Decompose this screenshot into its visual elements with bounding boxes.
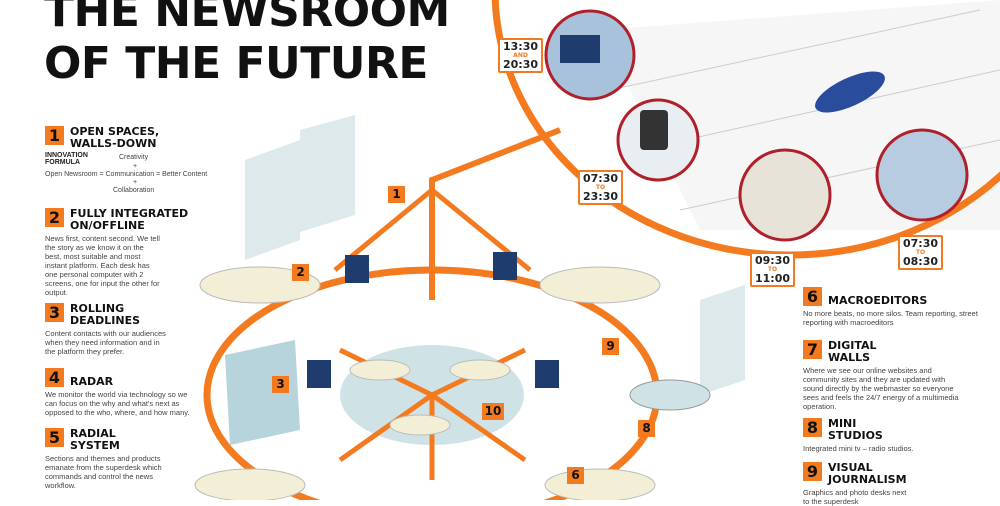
item-heading: RADAR (70, 375, 114, 388)
vignette-car-radio (875, 128, 969, 222)
item-body: Content contacts with our audiences when… (45, 329, 166, 356)
item-heading: MINI STUDIOS (828, 417, 883, 442)
item-8: 8 MINI STUDIOS Integrated mini tv – radio… (803, 418, 993, 453)
time-to: 20:30 (503, 58, 539, 71)
formula-main: Open Newsroom = Communication = Better C… (45, 171, 208, 178)
scene-marker: 9 (602, 338, 619, 355)
time-sep: TO (767, 266, 778, 273)
scene-marker: 1 (388, 186, 405, 203)
vignette-newspaper (738, 148, 832, 242)
time-to: 23:30 (583, 190, 619, 203)
title-line-1: THE NEWSROOM (44, 0, 450, 37)
item-6: 6 MACROEDITORS No more beats, no more sil… (803, 287, 993, 327)
item-number: 1 (45, 126, 64, 145)
item-heading: FULLY INTEGRATED ON/OFFLINE (70, 207, 189, 232)
scene-marker: 10 (482, 403, 504, 420)
time-from: 07:30 (583, 172, 619, 185)
item-1: 1 OPEN SPACES, WALLS-DOWN INNOVATION FORM… (45, 126, 245, 196)
item-body: News first, content second. We tell the … (45, 234, 160, 297)
scene-marker: 6 (567, 467, 584, 484)
item-heading: OPEN SPACES, WALLS-DOWN (70, 125, 160, 150)
digital-wall (300, 115, 355, 232)
studio-table (629, 379, 711, 411)
screens (307, 252, 559, 388)
item-3: 3 ROLLING DEADLINES Content contacts with… (45, 303, 235, 356)
item-number: 9 (803, 462, 822, 481)
scene-marker: 2 (292, 264, 309, 281)
connector-line (429, 127, 562, 300)
item-number: 8 (803, 418, 822, 437)
item-4: 4 RADAR We monitor the world via technolo… (45, 368, 235, 417)
time-from: 09:30 (755, 254, 791, 267)
formula-plus: + (133, 163, 138, 170)
radar-wall (225, 340, 300, 445)
item-number: 7 (803, 340, 822, 359)
item-body: Integrated mini tv – radio studios. (803, 444, 914, 453)
item-heading: DIGITAL WALLS (828, 339, 877, 364)
item-heading: VISUAL JOURNALISM (828, 461, 907, 486)
time-sep: TO (915, 249, 926, 256)
car (815, 71, 885, 113)
time-sep: TO (595, 184, 606, 191)
digital-wall (245, 140, 300, 260)
item-9: 9 VISUAL JOURNALISM Graphics and photo de… (803, 462, 993, 506)
item-heading: MACROEDITORS (828, 294, 928, 307)
item-2: 2 FULLY INTEGRATED ON/OFFLINE News first,… (45, 208, 235, 297)
item-body: Sections and themes and products emanate… (45, 454, 162, 490)
innovation-formula: INNOVATION FORMULA Creativity + Open New… (45, 150, 245, 196)
formula-bottom: Collaboration (113, 187, 155, 194)
desks (194, 266, 661, 500)
item-heading: ROLLING DEADLINES (70, 302, 141, 327)
time-to: 08:30 (903, 255, 939, 268)
scene-marker: 8 (638, 420, 655, 437)
time-to: 11:00 (755, 272, 791, 285)
item-5: 5 RADIAL SYSTEM Sections and themes and p… (45, 428, 235, 490)
page-title: THE NEWSROOM OF THE FUTURE (44, 0, 450, 90)
item-number: 6 (803, 287, 822, 306)
item-7: 7 DIGITAL WALLS Where we see our online w… (803, 340, 993, 411)
title-line-2: OF THE FUTURE (44, 38, 428, 89)
item-number: 3 (45, 303, 64, 322)
item-number: 4 (45, 368, 64, 387)
item-heading: RADIAL SYSTEM (70, 427, 120, 452)
item-body: Graphics and photo desks next to the sup… (803, 488, 907, 506)
time-from: 13:30 (503, 40, 539, 53)
item-number: 5 (45, 428, 64, 447)
item-body: We monitor the world via technology so w… (45, 390, 190, 417)
scene-marker: 3 (272, 376, 289, 393)
item-number: 2 (45, 208, 64, 227)
time-from: 07:30 (903, 237, 939, 250)
item-body: Where we see our online websites and com… (803, 366, 959, 411)
time-sep: AND (513, 52, 528, 59)
formula-plus: + (133, 179, 138, 186)
vignettes (544, 9, 969, 242)
formula-label: INNOVATION FORMULA (45, 152, 88, 166)
digital-wall (700, 285, 745, 395)
formula-top: Creativity (119, 154, 149, 161)
item-body: No more beats, no more silos. Team repor… (803, 309, 978, 327)
